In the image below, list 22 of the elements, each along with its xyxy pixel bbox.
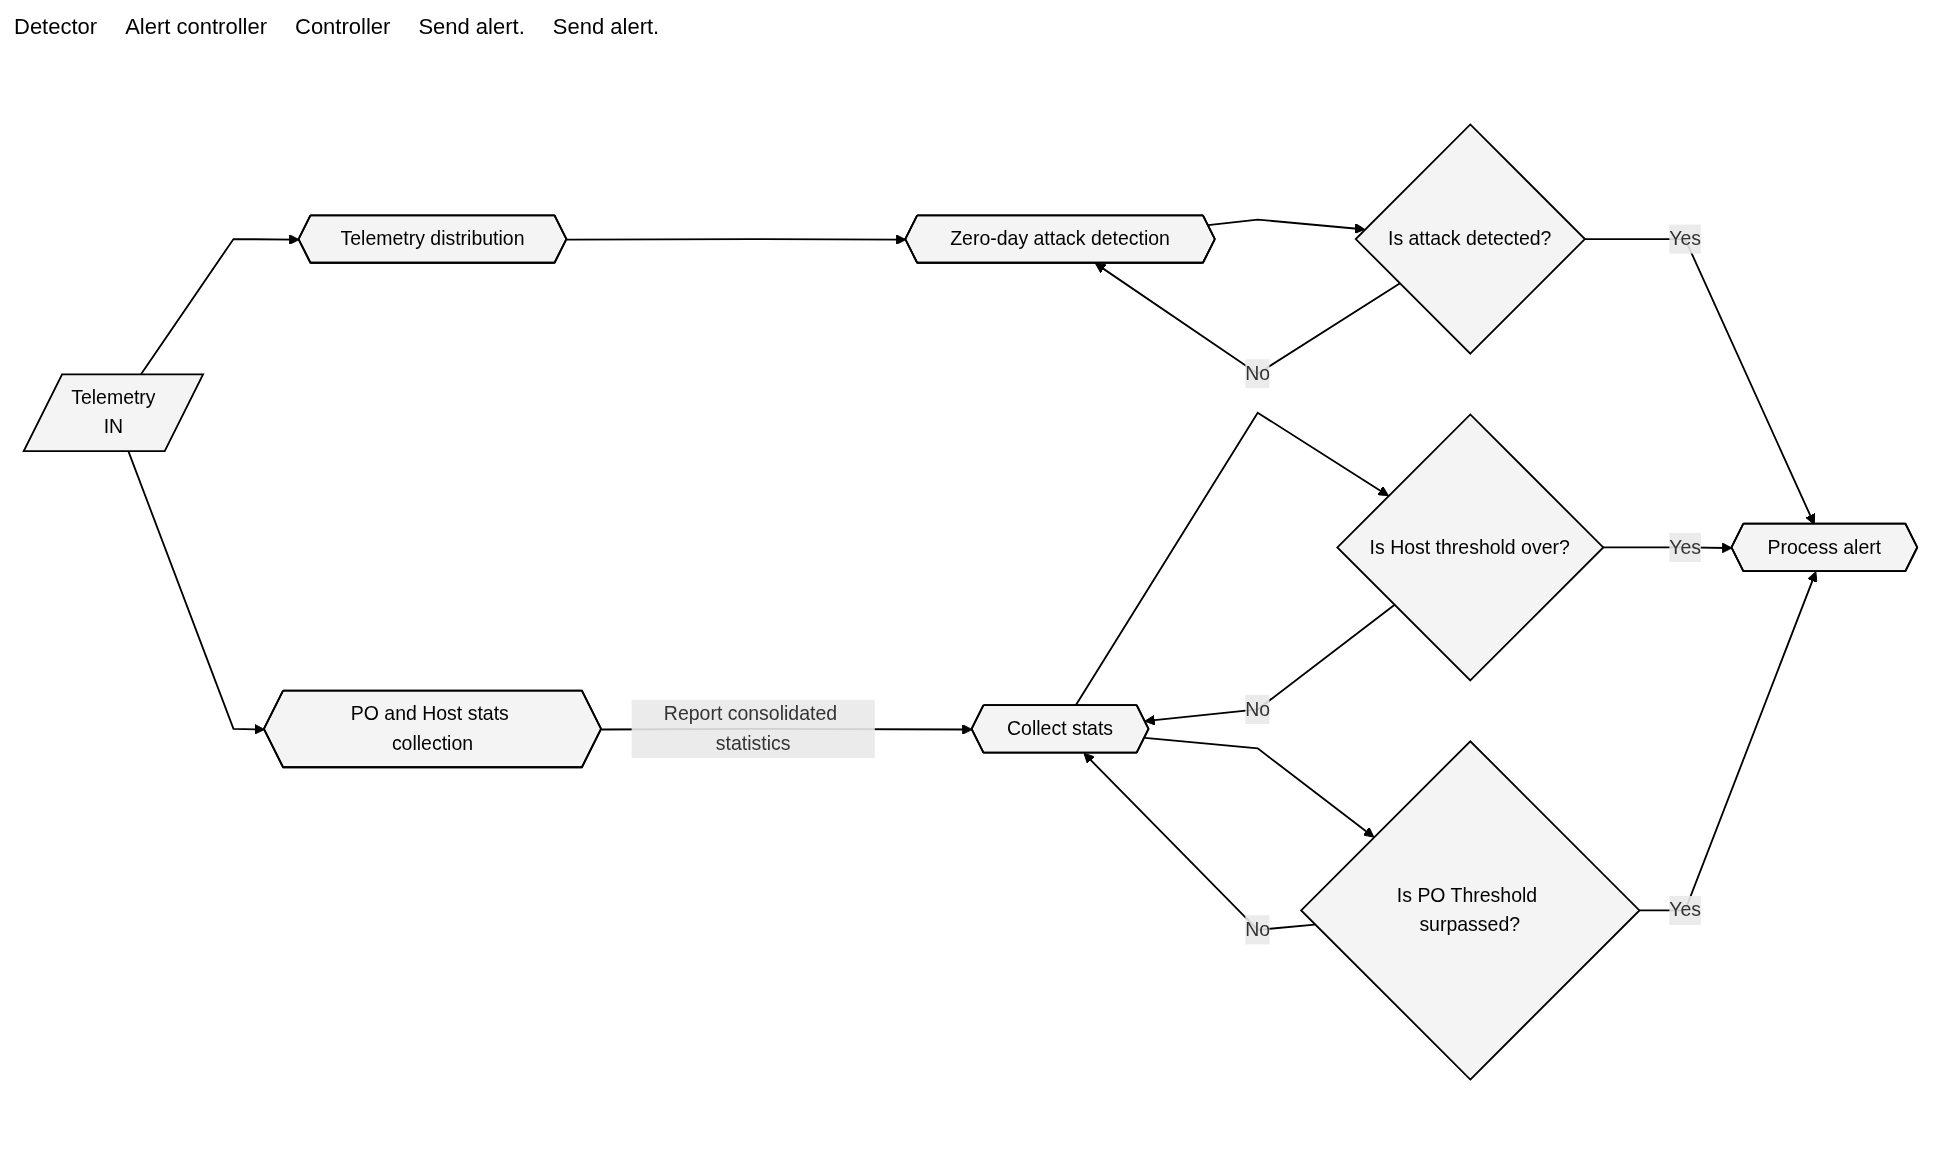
note-label: Detector — [14, 14, 98, 40]
edge-label: Report consolidated statistics — [663, 703, 838, 754]
edge-label: Yes — [1669, 536, 1702, 558]
node-diamond: Is Host threshold over? — [1336, 413, 1605, 682]
note-label: Controller — [295, 14, 391, 40]
arrow — [1583, 238, 1816, 525]
arrow — [566, 234, 907, 245]
note-label: Send alert. — [552, 14, 660, 40]
note-label: Alert controller — [125, 14, 267, 40]
edge-label: Yes — [1669, 899, 1702, 921]
arrow — [1083, 752, 1316, 931]
arrow — [1144, 736, 1375, 838]
arrow — [1637, 571, 1818, 912]
edge-label: No — [1245, 918, 1271, 940]
node-diamond: Is PO Threshold surpassed? — [1299, 739, 1641, 1081]
edge-label: No — [1245, 362, 1271, 384]
arrow — [1074, 411, 1389, 707]
edge-label: Yes — [1669, 228, 1702, 249]
edge-label: No — [1245, 698, 1271, 720]
note-label: Send alert. — [418, 14, 525, 40]
arrow — [1144, 604, 1396, 726]
node-diamond: Is attack detected? — [1354, 123, 1587, 355]
